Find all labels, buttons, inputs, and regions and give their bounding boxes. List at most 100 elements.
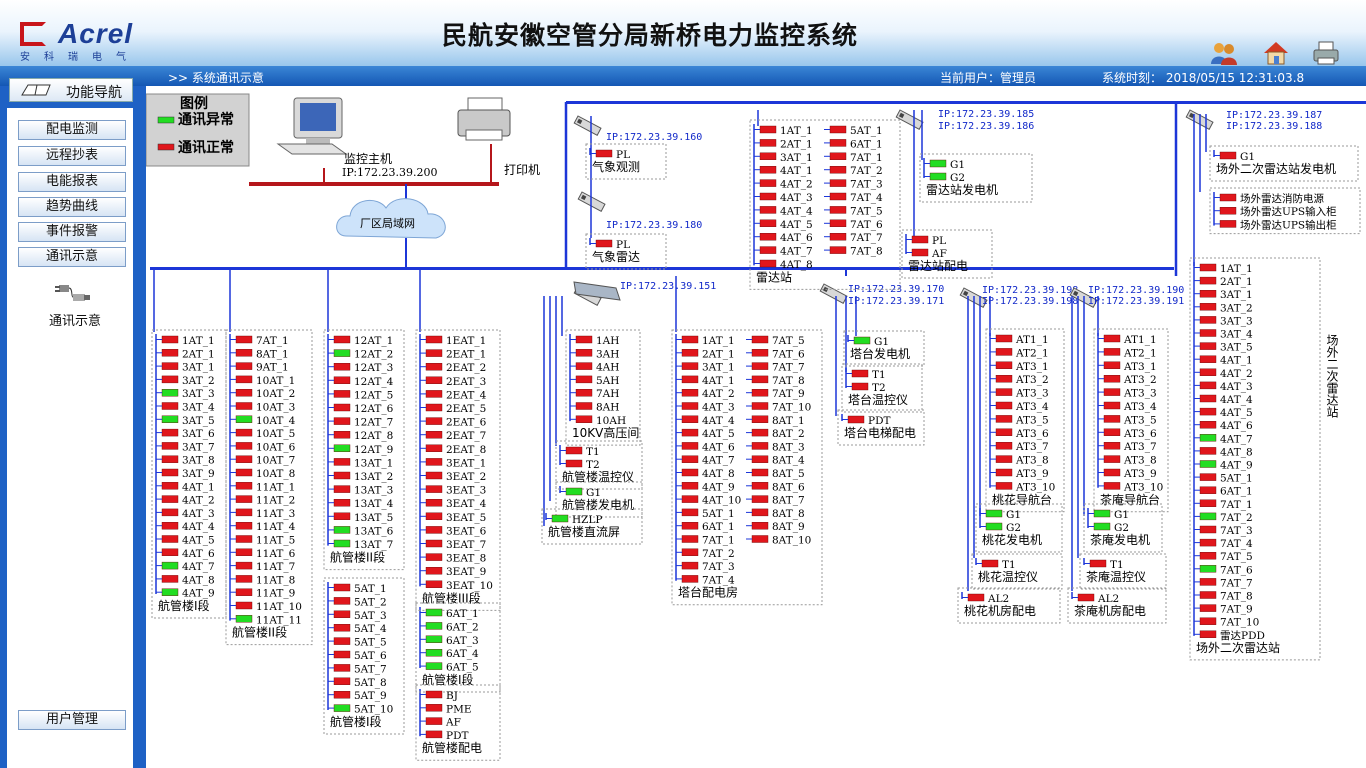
device-status-indicator[interactable]	[333, 597, 351, 605]
device-status-indicator[interactable]	[1199, 552, 1217, 560]
device-status-indicator[interactable]	[759, 246, 777, 254]
device-status-indicator[interactable]	[751, 482, 769, 490]
device-status-indicator[interactable]	[1199, 421, 1217, 429]
device-status-indicator[interactable]	[929, 172, 947, 181]
device-status-indicator[interactable]	[425, 485, 443, 493]
device-status-indicator[interactable]	[1199, 591, 1217, 599]
device-status-indicator[interactable]	[751, 415, 769, 423]
device-status-indicator[interactable]	[575, 389, 593, 397]
device-status-indicator[interactable]	[425, 390, 443, 398]
device-status-indicator[interactable]	[981, 559, 999, 568]
device-status-indicator[interactable]	[681, 468, 699, 477]
device-status-indicator[interactable]	[1199, 407, 1217, 416]
device-status-indicator[interactable]	[161, 468, 179, 477]
device-status-indicator[interactable]	[425, 376, 443, 384]
device-status-indicator[interactable]	[1199, 368, 1217, 376]
device-status-indicator[interactable]	[681, 402, 699, 410]
device-status-indicator[interactable]	[333, 431, 351, 439]
device-status-indicator[interactable]	[1199, 617, 1217, 625]
device-status-indicator[interactable]	[575, 362, 593, 370]
device-status-indicator[interactable]	[333, 583, 351, 592]
device-status-indicator[interactable]	[333, 458, 351, 466]
device-status-indicator[interactable]	[235, 389, 253, 397]
device-status-indicator[interactable]	[829, 206, 847, 214]
device-status-indicator[interactable]	[333, 499, 351, 507]
device-status-indicator[interactable]	[1103, 428, 1121, 436]
device-status-indicator[interactable]	[759, 125, 777, 134]
device-status-indicator[interactable]	[235, 535, 253, 543]
device-status-indicator[interactable]	[235, 349, 253, 357]
device-status-indicator[interactable]	[759, 232, 777, 241]
device-status-indicator[interactable]	[759, 179, 777, 187]
nav-user-management[interactable]: 用户管理	[18, 710, 126, 730]
device-status-indicator[interactable]	[333, 363, 351, 371]
device-status-indicator[interactable]	[759, 152, 777, 161]
device-status-indicator[interactable]	[1103, 482, 1121, 490]
device-status-indicator[interactable]	[333, 664, 351, 672]
device-status-indicator[interactable]	[161, 389, 179, 397]
device-status-indicator[interactable]	[681, 375, 699, 384]
nav-comm-diagram[interactable]: 通讯示意	[18, 247, 126, 267]
device-status-indicator[interactable]	[751, 455, 769, 463]
device-status-indicator[interactable]	[425, 526, 443, 534]
device-status-indicator[interactable]	[759, 259, 777, 268]
device-status-indicator[interactable]	[1199, 538, 1217, 547]
device-status-indicator[interactable]	[425, 335, 443, 344]
device-status-indicator[interactable]	[1219, 220, 1237, 228]
device-status-indicator[interactable]	[1103, 334, 1121, 343]
device-status-indicator[interactable]	[751, 468, 769, 477]
device-status-indicator[interactable]	[853, 336, 871, 345]
device-status-indicator[interactable]	[995, 361, 1013, 369]
device-status-indicator[interactable]	[333, 485, 351, 493]
device-status-indicator[interactable]	[551, 514, 569, 523]
device-status-indicator[interactable]	[1199, 473, 1217, 481]
device-status-indicator[interactable]	[751, 335, 769, 344]
device-status-indicator[interactable]	[425, 444, 443, 452]
device-status-indicator[interactable]	[995, 348, 1013, 356]
device-status-indicator[interactable]	[751, 508, 769, 517]
printer-icon[interactable]	[1312, 40, 1340, 66]
device-status-indicator[interactable]	[575, 402, 593, 410]
device-status-indicator[interactable]	[235, 455, 253, 463]
device-status-indicator[interactable]	[425, 458, 443, 466]
device-status-indicator[interactable]	[235, 548, 253, 556]
nav-energy-report[interactable]: 电能报表	[18, 172, 126, 192]
device-status-indicator[interactable]	[985, 509, 1003, 518]
device-status-indicator[interactable]	[1199, 394, 1217, 403]
device-status-indicator[interactable]	[425, 704, 443, 712]
device-status-indicator[interactable]	[847, 415, 865, 424]
device-status-indicator[interactable]	[235, 428, 253, 437]
device-status-indicator[interactable]	[161, 575, 179, 583]
device-status-indicator[interactable]	[235, 468, 253, 477]
device-status-indicator[interactable]	[575, 349, 593, 357]
device-status-indicator[interactable]	[161, 442, 179, 450]
device-status-indicator[interactable]	[425, 567, 443, 575]
device-status-indicator[interactable]	[751, 495, 769, 503]
device-status-indicator[interactable]	[985, 522, 1003, 531]
device-status-indicator[interactable]	[235, 575, 253, 583]
device-status-indicator[interactable]	[1103, 375, 1121, 383]
device-status-indicator[interactable]	[333, 403, 351, 412]
device-status-indicator[interactable]	[1219, 206, 1237, 215]
device-status-indicator[interactable]	[565, 446, 583, 455]
device-status-indicator[interactable]	[575, 415, 593, 423]
nav-power-monitor[interactable]: 配电监测	[18, 120, 126, 140]
device-status-indicator[interactable]	[333, 677, 351, 685]
device-status-indicator[interactable]	[751, 375, 769, 384]
device-status-indicator[interactable]	[1103, 442, 1121, 450]
device-status-indicator[interactable]	[1199, 434, 1217, 442]
device-status-indicator[interactable]	[161, 588, 179, 596]
device-status-indicator[interactable]	[161, 455, 179, 463]
device-status-indicator[interactable]	[425, 471, 443, 480]
device-status-indicator[interactable]	[333, 349, 351, 357]
device-status-indicator[interactable]	[751, 522, 769, 530]
device-status-indicator[interactable]	[425, 662, 443, 670]
device-status-indicator[interactable]	[595, 149, 613, 158]
device-status-indicator[interactable]	[681, 442, 699, 450]
device-status-indicator[interactable]	[1089, 559, 1107, 568]
device-status-indicator[interactable]	[425, 553, 443, 561]
device-status-indicator[interactable]	[681, 415, 699, 423]
device-status-indicator[interactable]	[425, 539, 443, 548]
device-status-indicator[interactable]	[425, 690, 443, 699]
device-status-indicator[interactable]	[161, 428, 179, 437]
